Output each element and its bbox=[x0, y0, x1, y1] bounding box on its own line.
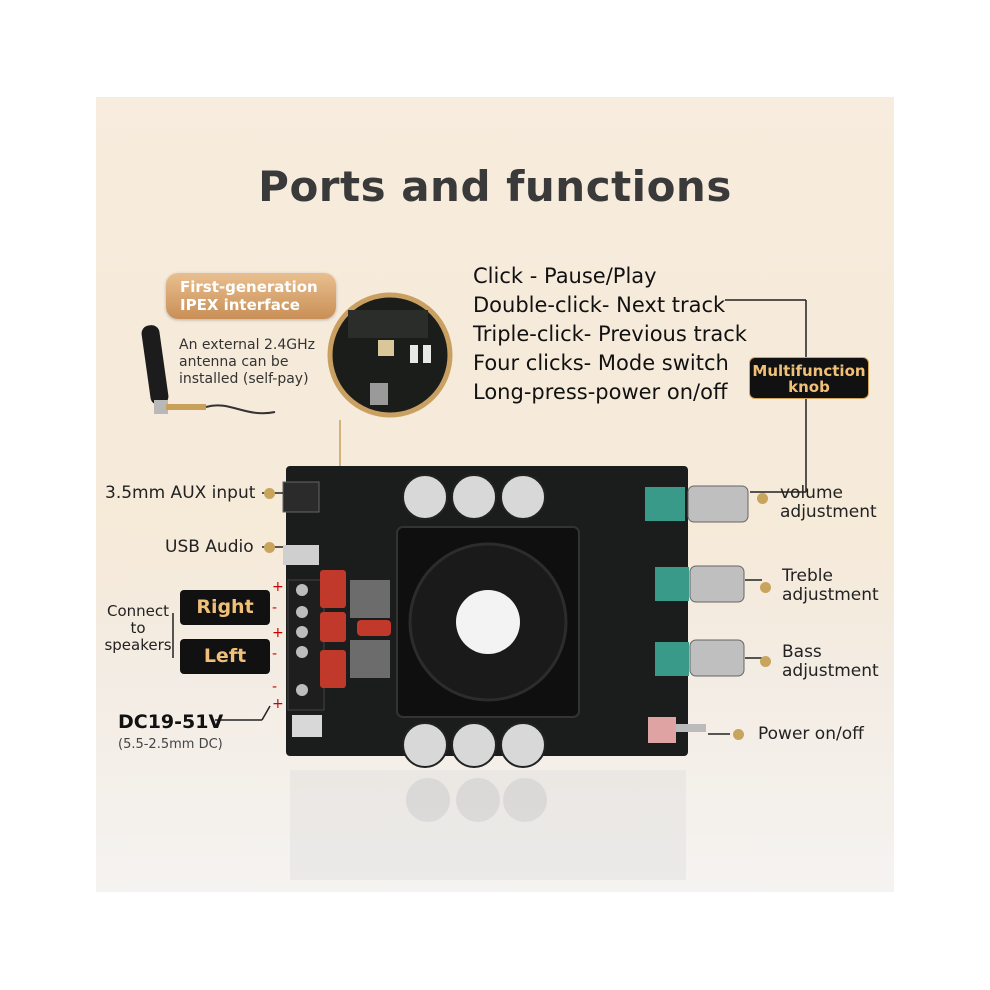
dc-voltage-label: DC19-51V bbox=[118, 711, 224, 733]
connect-speakers-label: Connect to speakers bbox=[103, 603, 173, 654]
connect-line3: speakers bbox=[104, 636, 172, 654]
svg-text:-: - bbox=[272, 600, 277, 616]
usb-dot-icon bbox=[264, 542, 275, 553]
antenna-note-line3: installed (self-pay) bbox=[179, 371, 309, 387]
volume-label: volume adjustment bbox=[780, 484, 877, 522]
knob-function-item: Triple-click- Previous track bbox=[473, 322, 747, 346]
knob-function-item: Double-click- Next track bbox=[473, 293, 726, 317]
bass-dot-icon bbox=[760, 656, 771, 667]
power-label: Power on/off bbox=[758, 724, 864, 744]
capacitor-top bbox=[402, 474, 546, 520]
multifunction-knob-badge: Multifunction knob bbox=[749, 357, 869, 399]
dc-jack-spec-label: (5.5-2.5mm DC) bbox=[118, 737, 223, 752]
ipex-badge-line2: IPEX interface bbox=[180, 296, 300, 314]
connect-line1: Connect bbox=[106, 602, 170, 620]
potentiometer-icon bbox=[645, 485, 749, 677]
knob-badge-line2: knob bbox=[788, 378, 830, 396]
antenna-note: An external 2.4GHz antenna can be instal… bbox=[179, 337, 315, 388]
power-dot-icon bbox=[733, 729, 744, 740]
antenna-note-line1: An external 2.4GHz bbox=[179, 337, 315, 353]
right-channel-badge: Right bbox=[180, 590, 270, 625]
usb-audio-label: USB Audio bbox=[165, 537, 254, 557]
treble-label-line1: Treble bbox=[782, 566, 833, 586]
knob-badge-line1: Multifunction bbox=[752, 362, 866, 380]
svg-text:-: - bbox=[272, 679, 277, 695]
bass-label-line2: adjustment bbox=[782, 661, 879, 681]
ipex-badge: First-generation IPEX interface bbox=[166, 273, 336, 319]
svg-text:-: - bbox=[272, 646, 277, 662]
svg-text:+: + bbox=[272, 696, 284, 712]
treble-label: Treble adjustment bbox=[782, 567, 879, 605]
bass-label: Bass adjustment bbox=[782, 643, 879, 681]
fan-icon bbox=[396, 526, 580, 718]
volume-dot-icon bbox=[757, 493, 768, 504]
bass-label-line1: Bass bbox=[782, 642, 822, 662]
aux-dot-icon bbox=[264, 488, 275, 499]
treble-dot-icon bbox=[760, 582, 771, 593]
treble-label-line2: adjustment bbox=[782, 585, 879, 605]
connect-line2: to bbox=[130, 619, 146, 637]
volume-label-line1: volume bbox=[780, 483, 843, 503]
ipex-badge-line1: First-generation bbox=[180, 278, 318, 296]
antenna-icon bbox=[141, 325, 276, 415]
ipex-zoom-circle bbox=[327, 292, 453, 418]
knob-function-item: Long-press-power on/off bbox=[473, 380, 728, 404]
knob-function-item: Four clicks- Mode switch bbox=[473, 351, 729, 375]
aux-input-label: 3.5mm AUX input bbox=[105, 483, 256, 503]
page-title: Ports and functions bbox=[258, 162, 732, 211]
svg-text:+: + bbox=[272, 579, 284, 595]
knob-function-item: Click - Pause/Play bbox=[473, 264, 657, 288]
svg-text:+: + bbox=[272, 625, 284, 641]
knob-function-list: Click - Pause/Play Double-click- Next tr… bbox=[473, 262, 747, 407]
left-channel-badge: Left bbox=[180, 639, 270, 674]
antenna-note-line2: antenna can be bbox=[179, 354, 289, 370]
capacitor-bottom bbox=[402, 722, 546, 768]
volume-label-line2: adjustment bbox=[780, 502, 877, 522]
